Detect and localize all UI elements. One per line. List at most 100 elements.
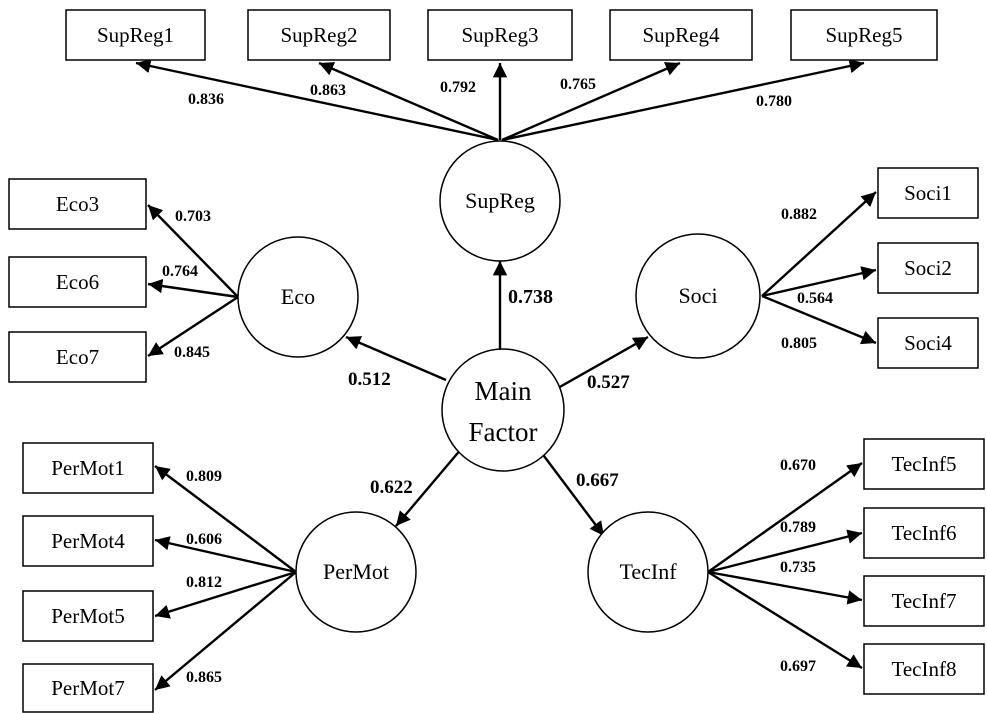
structural-weights: 0.738 0.512 0.527 0.622 0.667: [348, 286, 630, 498]
indicator-label-eco7: Eco7: [56, 345, 99, 369]
weight-tecinf6: 0.789: [780, 519, 816, 536]
latent-nodes: SupReg Eco Soci PerMot TecInf Main Facto…: [237, 140, 761, 633]
weight-tecinf8: 0.697: [780, 658, 816, 675]
weight-eco3: 0.703: [175, 208, 211, 225]
weight-supreg3: 0.792: [440, 79, 476, 96]
latent-node-permot: [295, 511, 417, 633]
weight-permot1: 0.809: [186, 468, 222, 485]
edges: [135, 58, 877, 691]
indicator-box-tecinf5: [863, 438, 985, 490]
weight-soci2: 0.564: [797, 290, 833, 307]
indicator-box-supreg1: [65, 9, 206, 61]
indicator-label-permot4: PerMot4: [51, 529, 125, 553]
edge-main-eco: [345, 335, 447, 382]
indicator-label-tecinf5: TecInf5: [892, 452, 957, 476]
indicator-label-supreg1: SupReg1: [97, 23, 174, 47]
edge-soci-soci4: [761, 294, 877, 345]
edge-soci-soci2: [761, 266, 877, 298]
edge-permot-permot5: [154, 570, 297, 619]
edge-tecinf-tecinf7: [707, 570, 863, 605]
eco-indicators: Eco3 Eco6 Eco7: [8, 178, 147, 383]
edge-permot-permot7: [154, 571, 297, 691]
edge-main-soci: [557, 335, 649, 390]
latent-node-soci: [635, 233, 761, 359]
indicator-box-tecinf7: [863, 575, 985, 627]
edge-tecinf-tecinf5: [707, 462, 863, 573]
tecinf-indicators: TecInf5 TecInf6 TecInf7 TecInf8: [863, 438, 985, 695]
latent-label-soci: Soci: [678, 283, 717, 308]
indicator-box-supreg4: [609, 9, 753, 61]
edge-soci-soci1: [761, 191, 877, 297]
latent-node-eco: [237, 236, 359, 358]
indicator-box-supreg5: [790, 9, 938, 61]
indicator-label-permot1: PerMot1: [51, 456, 125, 480]
supreg-indicators: SupReg1 SupReg2 SupReg3 SupReg4 SupReg5: [65, 9, 938, 61]
indicator-label-supreg4: SupReg4: [642, 23, 720, 47]
indicator-label-permot7: PerMot7: [51, 676, 125, 700]
weight-eco6: 0.764: [162, 263, 198, 280]
latent-label-eco: Eco: [281, 284, 315, 309]
weight-supreg2: 0.863: [310, 82, 346, 99]
weight-soci4: 0.805: [781, 335, 817, 352]
soci-indicators: Soci1 Soci2 Soci4: [877, 167, 979, 369]
latent-node-supreg: [439, 140, 561, 262]
weight-main-supreg: 0.738: [508, 286, 553, 308]
indicator-box-tecinf6: [863, 507, 985, 559]
edge-main-tecinf: [537, 447, 605, 537]
edge-tecinf-tecinf6: [707, 529, 863, 574]
edge-supreg-supreg4: [501, 61, 681, 142]
edge-main-permot: [395, 447, 463, 527]
indicator-label-tecinf8: TecInf8: [892, 657, 957, 681]
indicator-box-tecinf8: [863, 643, 985, 695]
indicator-label-soci1: Soci1: [904, 181, 952, 205]
indicator-label-supreg3: SupReg3: [461, 23, 538, 47]
weight-tecinf7: 0.735: [780, 559, 816, 576]
edge-supreg-supreg2: [318, 61, 499, 142]
edge-permot-permot1: [154, 465, 297, 573]
indicator-box-permot5: [22, 590, 154, 642]
indicator-label-eco3: Eco3: [56, 192, 99, 216]
indicator-box-permot4: [22, 515, 154, 567]
indicator-box-soci1: [877, 167, 979, 219]
latent-node-tecinf: [587, 511, 709, 633]
main-factor-node: [441, 348, 565, 472]
edge-eco-eco7: [147, 295, 239, 358]
latent-label-tecinf: TecInf: [619, 559, 677, 584]
indicator-box-supreg2: [247, 9, 391, 61]
indicator-weights: 0.836 0.863 0.792 0.765 0.780 0.703 0.76…: [162, 76, 833, 686]
main-factor-label-line1: Main: [475, 376, 532, 406]
weight-permot5: 0.812: [186, 574, 222, 591]
weight-supreg4: 0.765: [560, 76, 596, 93]
edge-eco-eco3: [147, 204, 239, 298]
permot-indicators: PerMot1 PerMot4 PerMot5 PerMot7: [22, 442, 154, 713]
weight-main-permot: 0.622: [370, 477, 413, 498]
edge-supreg-supreg1: [135, 58, 499, 142]
weight-tecinf5: 0.670: [780, 457, 816, 474]
edge-supreg-supreg5: [501, 58, 865, 142]
weight-main-tecinf: 0.667: [576, 470, 619, 491]
weight-eco7: 0.845: [174, 344, 210, 361]
indicator-box-supreg3: [427, 9, 573, 61]
indicator-box-permot1: [22, 442, 154, 494]
weight-soci1: 0.882: [781, 206, 817, 223]
latent-label-supreg: SupReg: [465, 188, 535, 213]
indicator-label-soci4: Soci4: [904, 331, 952, 355]
edge-tecinf-tecinf8: [707, 570, 863, 670]
indicator-box-eco3: [8, 178, 147, 230]
indicator-box-permot7: [22, 663, 154, 713]
edge-permot-permot4: [154, 536, 297, 574]
indicator-label-supreg2: SupReg2: [280, 23, 357, 47]
weight-permot7: 0.865: [186, 669, 222, 686]
weight-supreg1: 0.836: [188, 91, 224, 108]
edge-eco-eco6: [147, 278, 239, 299]
indicator-box-soci4: [877, 317, 979, 369]
indicator-label-eco6: Eco6: [56, 270, 99, 294]
indicator-box-eco6: [8, 256, 147, 308]
weight-main-eco: 0.512: [348, 369, 391, 390]
weight-supreg5: 0.780: [756, 93, 792, 110]
weight-permot4: 0.606: [186, 531, 222, 548]
indicator-box-soci2: [877, 242, 979, 294]
indicator-label-tecinf7: TecInf7: [892, 589, 957, 613]
indicator-label-permot5: PerMot5: [51, 604, 125, 628]
